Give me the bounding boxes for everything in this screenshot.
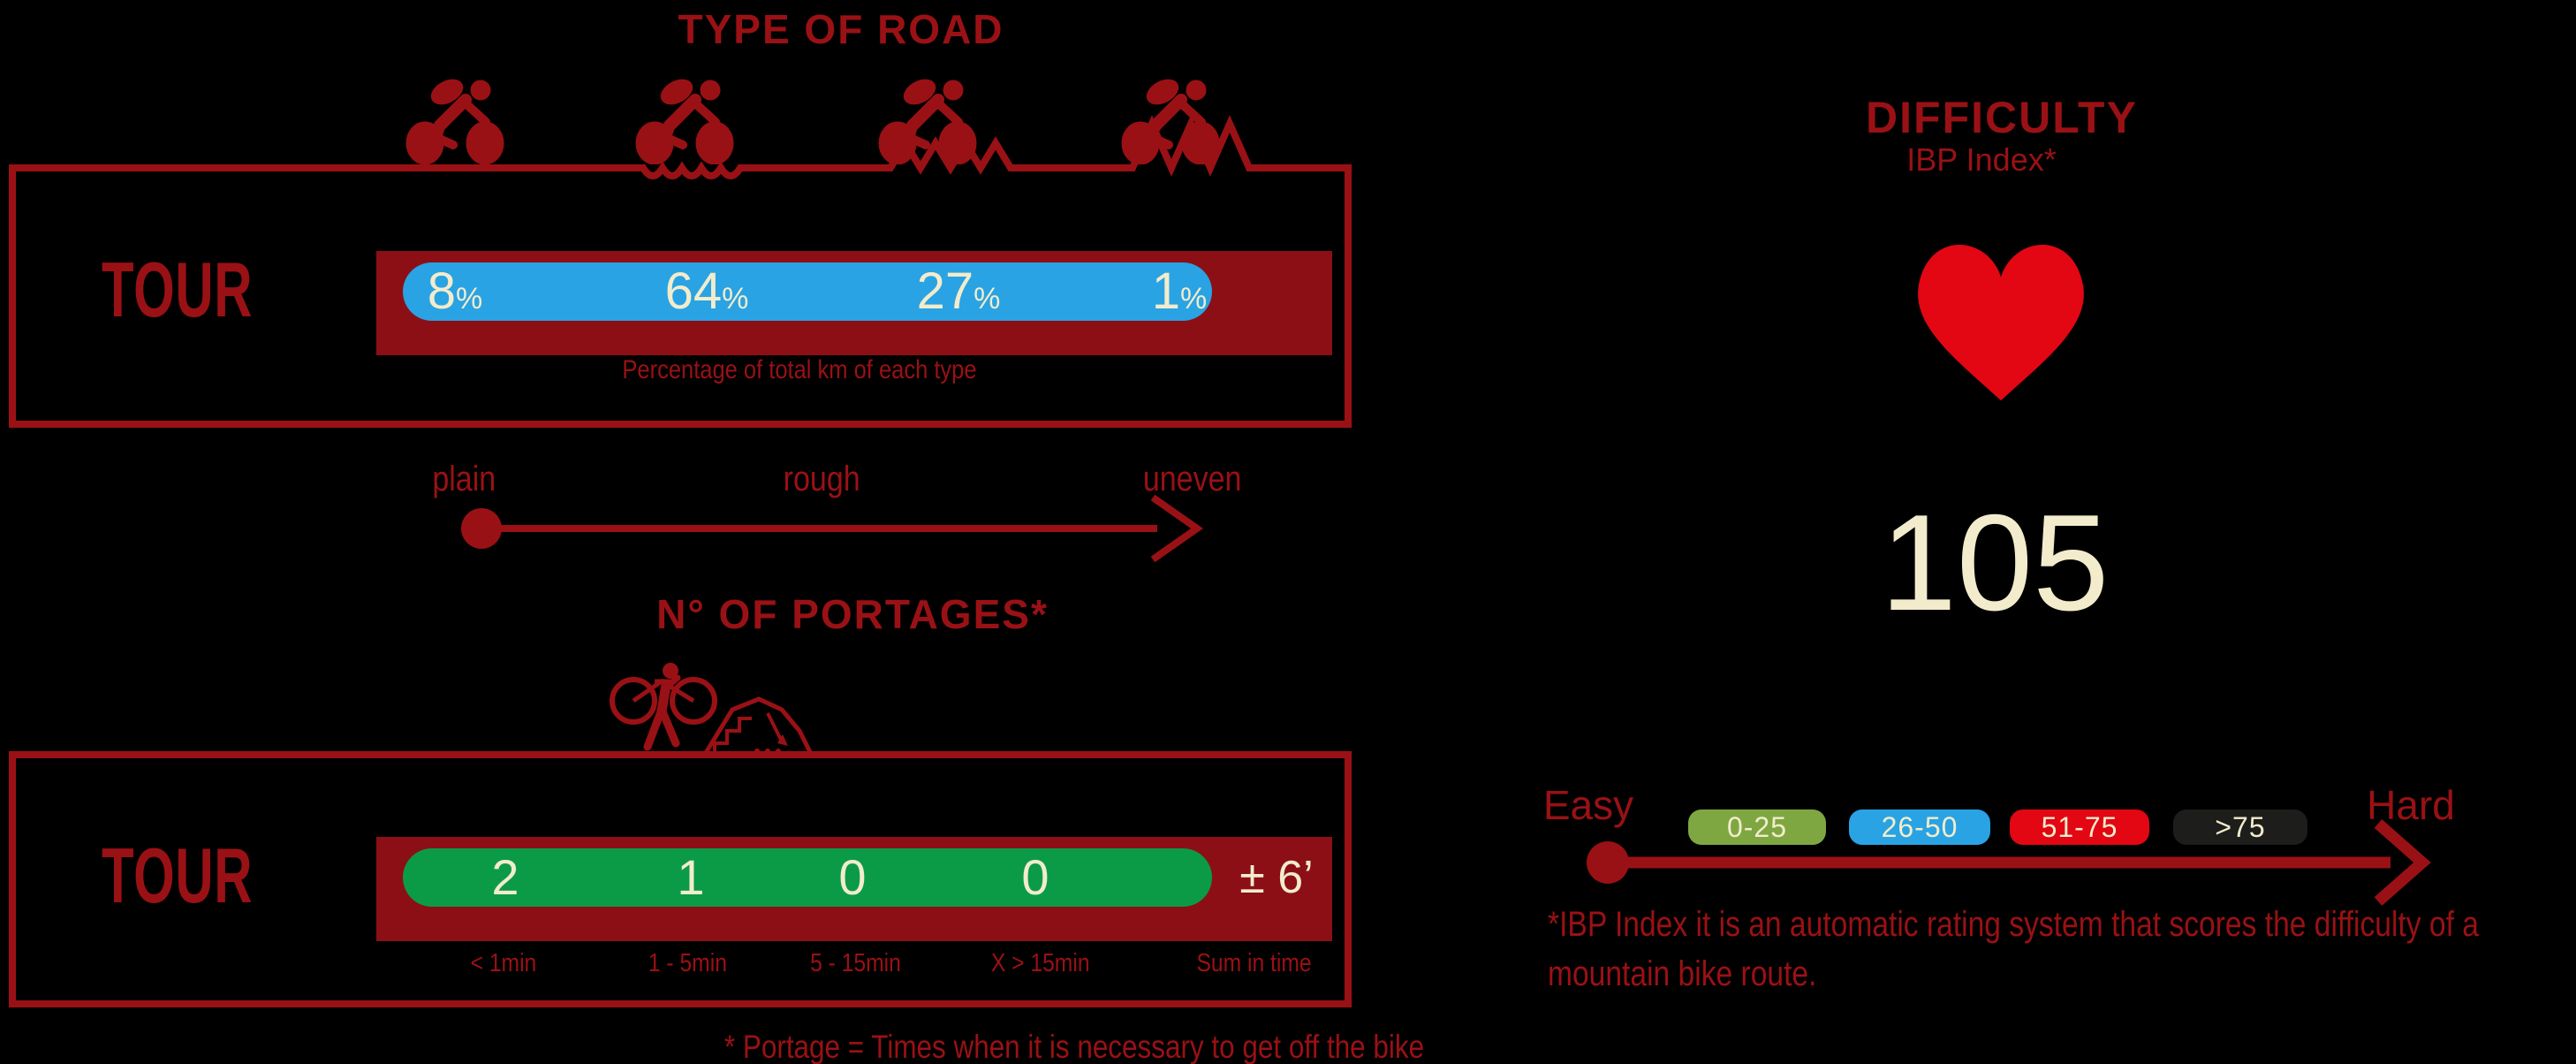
- ibp-note: *IBP Index it is an automatic rating sys…: [1548, 900, 2576, 999]
- portage-carry-bike-icon: [610, 663, 814, 757]
- road-percent-value: 8: [427, 262, 457, 320]
- road-percent-unit: %: [456, 282, 483, 315]
- portage-sum-value: ± 6’: [1239, 852, 1314, 903]
- road-percent-label: 64%: [574, 262, 839, 328]
- portages-bar: [403, 848, 1212, 907]
- portage-footnote: * Portage = Times when it is necessary t…: [663, 1029, 1424, 1064]
- road-percent-value: 27: [916, 262, 974, 320]
- time-bucket-text: X > 15min: [991, 949, 1090, 977]
- range-pill-gt-75: >75: [2173, 809, 2307, 845]
- tour-row-label: TOUR: [102, 832, 254, 919]
- road-bar-caption: Percentage of total km of each type: [534, 355, 1064, 385]
- portages-panel: [9, 751, 1352, 1007]
- range-pill-0-25: 0-25: [1688, 809, 1826, 845]
- time-bucket-text: < 1min: [470, 949, 537, 977]
- road-percent-label: 27%: [826, 262, 1091, 328]
- road-type-bar: [403, 262, 1212, 321]
- heart-icon: [1918, 245, 2084, 401]
- terrain-ground-line: [9, 115, 1352, 179]
- road-percent-unit: %: [1180, 282, 1208, 315]
- portages-title: N° OF PORTAGES*: [656, 591, 1049, 637]
- type-of-road-title: TYPE OF ROAD: [678, 6, 1004, 52]
- ibp-note-text: *IBP Index it is an automatic rating sys…: [1548, 905, 2479, 993]
- portage-footnote-text: * Portage = Times when it is necessary t…: [724, 1029, 1425, 1064]
- portage-count: 2: [491, 849, 519, 905]
- type-of-road-panel: [9, 164, 1352, 428]
- time-bucket-label: X > 15min: [908, 949, 1173, 978]
- sum-in-time-label: Sum in time: [1122, 949, 1387, 978]
- plain-label-text: plain: [432, 460, 496, 498]
- rough-label: rough: [689, 460, 954, 499]
- portage-count: 1: [677, 849, 705, 905]
- rough-label-text: rough: [783, 460, 860, 498]
- time-bucket-label: 5 - 15min: [723, 949, 988, 978]
- road-condition-arrow-icon: [461, 494, 1203, 563]
- easy-label: Easy: [1542, 782, 1634, 828]
- uneven-label: uneven: [1060, 460, 1325, 499]
- time-bucket-label: < 1min: [371, 949, 636, 978]
- road-percent-label: 8%: [322, 262, 587, 328]
- time-bucket-label: 1 - 5min: [555, 949, 820, 978]
- sum-in-time-text: Sum in time: [1196, 949, 1313, 977]
- range-pill-26-50: 26-50: [1849, 809, 1990, 845]
- portage-count: 0: [838, 849, 867, 905]
- difficulty-title: DIFFICULTY: [1866, 93, 2138, 142]
- ibp-score: 105: [1880, 486, 2110, 639]
- ibp-index-subtitle: IBP Index*: [1906, 141, 2057, 178]
- road-percent-unit: %: [722, 282, 749, 315]
- road-percent-label: 1%: [1047, 262, 1312, 328]
- portage-count: 0: [1021, 849, 1049, 905]
- road-percent-value: 64: [664, 262, 723, 320]
- difficulty-scale-arrow-icon: [1587, 819, 2431, 906]
- plain-label: plain: [331, 460, 596, 499]
- uneven-label-text: uneven: [1143, 460, 1242, 498]
- tour-row-label: TOUR: [102, 246, 254, 333]
- road-percent-value: 1: [1151, 262, 1181, 320]
- time-bucket-text: 1 - 5min: [648, 949, 727, 977]
- range-pill-51-75: 51-75: [2010, 809, 2149, 845]
- road-percent-unit: %: [974, 282, 1001, 315]
- time-bucket-text: 5 - 15min: [809, 949, 901, 977]
- road-bar-caption-text: Percentage of total km of each type: [622, 355, 977, 384]
